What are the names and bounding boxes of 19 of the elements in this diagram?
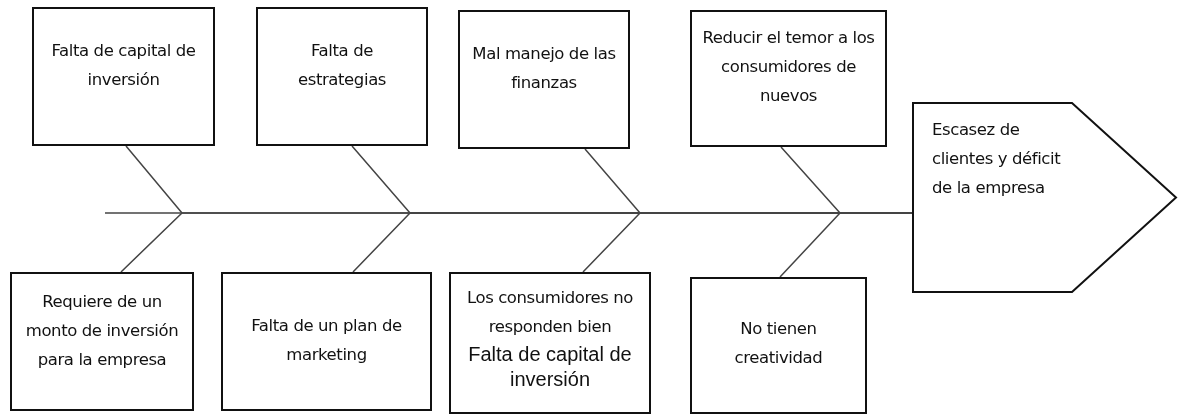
cause-text: Falta de un plan de marketing [250, 315, 403, 366]
cause-text: Requiere de un monto de inversión para la empresa [24, 291, 180, 371]
cause-text: Falta de capital de inversión [467, 341, 633, 392]
cause-box [10, 272, 194, 411]
cause-box [221, 272, 432, 411]
effect-text: Escasez de clientes y déficit de la empresa [932, 119, 1062, 199]
cause-box [690, 10, 887, 147]
fishbone-line [779, 212, 913, 278]
cause-text: Falta de estrategias [296, 40, 388, 91]
cause-text: Mal manejo de las finanzas [471, 43, 617, 94]
cause-text: No tienen creatividad [733, 318, 824, 369]
cause-text: Los consumidores no responden bien [465, 287, 635, 338]
cause-box [458, 10, 630, 149]
cause-box [449, 272, 651, 414]
cause-text: Falta de capital de inversión [50, 40, 197, 91]
cause-box [256, 7, 428, 146]
cause-box [32, 7, 215, 146]
cause-text: Reducir el temor a los consumidores de nuevos [701, 27, 876, 107]
cause-box [690, 277, 867, 414]
